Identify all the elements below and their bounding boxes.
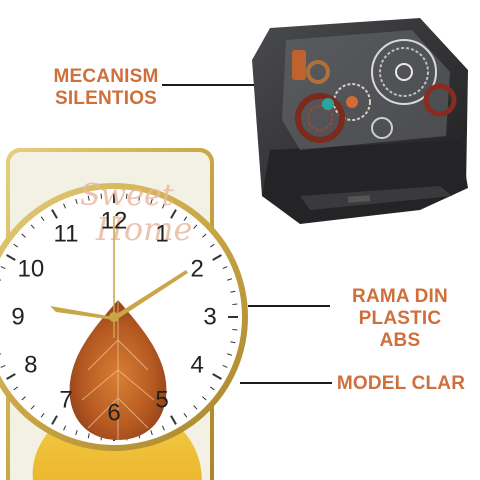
leader-line-mechanism <box>162 84 254 86</box>
minute-tick <box>21 233 26 238</box>
clock-numeral: 4 <box>190 352 203 379</box>
leader-line-frame <box>248 305 330 307</box>
minute-tick <box>230 290 236 293</box>
minute-tick <box>0 266 6 270</box>
clock-numeral: 11 <box>54 220 79 247</box>
clock-numeral: 5 <box>155 387 168 414</box>
minute-hand <box>112 270 188 320</box>
minute-tick <box>202 396 207 401</box>
hand-post <box>322 98 334 110</box>
minute-tick <box>232 303 238 306</box>
mechanism-label: MECANISM SILENTIOS <box>46 66 166 110</box>
model-label-line1: MODEL CLAR <box>336 373 466 394</box>
center-cap <box>109 312 119 322</box>
leaf-veins <box>81 300 155 440</box>
frame-label: RAMA DIN PLASTIC ABS <box>336 286 464 352</box>
minute-tick <box>150 430 153 436</box>
clock-numeral: 8 <box>24 352 37 379</box>
minute-tick <box>183 412 188 418</box>
clock-numeral: 10 <box>18 256 45 283</box>
minute-tick <box>63 425 67 431</box>
minute-tick <box>51 209 58 219</box>
minute-tick <box>161 425 165 431</box>
minute-tick <box>227 278 233 281</box>
minute-tick <box>209 386 215 391</box>
minute-tick <box>40 216 45 222</box>
mechanism-label-line1: MECANISM <box>53 66 159 87</box>
coil <box>292 50 306 80</box>
minute-tick <box>51 415 58 425</box>
leader-line-model <box>240 382 332 384</box>
minute-tick <box>30 224 35 229</box>
clock-numeral: 6 <box>107 400 120 427</box>
minute-tick <box>87 195 90 201</box>
hour-hand <box>50 306 114 320</box>
clock-movement <box>252 18 468 224</box>
minute-tick <box>30 405 35 410</box>
clock-hands <box>50 216 188 338</box>
minute-tick <box>21 396 26 401</box>
clock-numeral: 9 <box>11 304 24 331</box>
frame-label-line1: RAMA DIN <box>352 286 448 307</box>
minute-tick <box>75 430 78 436</box>
minute-tick <box>212 373 222 380</box>
minute-tick <box>6 373 16 380</box>
minute-tick <box>161 203 165 209</box>
minute-tick <box>0 279 1 281</box>
minute-tick <box>170 209 177 219</box>
minute-tick <box>100 193 103 199</box>
svg-text:Home: Home <box>95 210 192 248</box>
movement-base <box>262 140 468 224</box>
minute-tick <box>0 353 1 355</box>
clock-numeral: 7 <box>59 387 72 414</box>
minute-tick <box>13 243 19 248</box>
minute-tick <box>209 243 215 248</box>
clock-numeral: 3 <box>203 304 216 331</box>
minute-tick <box>202 233 207 238</box>
minute-tick <box>63 203 67 209</box>
minute-tick <box>6 254 16 261</box>
minute-tick <box>170 415 177 425</box>
clock-numeral: 1 <box>155 220 168 247</box>
minute-tick <box>230 341 236 344</box>
minute-tick <box>13 386 19 391</box>
frame-label-line2: PLASTIC ABS <box>358 308 442 351</box>
minute-tick <box>222 364 228 368</box>
minute-ticks <box>0 193 238 441</box>
model-label: MODEL CLAR <box>334 373 468 395</box>
minute-tick <box>0 364 6 368</box>
minute-tick <box>212 254 222 261</box>
minute-tick <box>40 412 45 418</box>
minute-tick <box>138 195 141 201</box>
minute-tick <box>193 224 198 229</box>
minute-tick <box>232 328 238 331</box>
svg-text:Sweet: Sweet <box>80 178 175 213</box>
minute-tick <box>87 433 90 439</box>
minute-tick <box>150 198 153 204</box>
minute-tick <box>193 405 198 410</box>
gears <box>295 39 457 143</box>
minute-tick <box>183 216 188 222</box>
minute-tick <box>75 198 78 204</box>
clock-numeral: 2 <box>190 256 203 283</box>
mechanism-label-line2: SILENTIOS <box>54 88 158 109</box>
movement-window <box>282 30 450 150</box>
minute-tick <box>125 193 128 199</box>
sweet-home-watermark: Sweet Home <box>80 178 192 248</box>
minute-tick <box>222 266 228 270</box>
minute-tick <box>227 353 233 356</box>
